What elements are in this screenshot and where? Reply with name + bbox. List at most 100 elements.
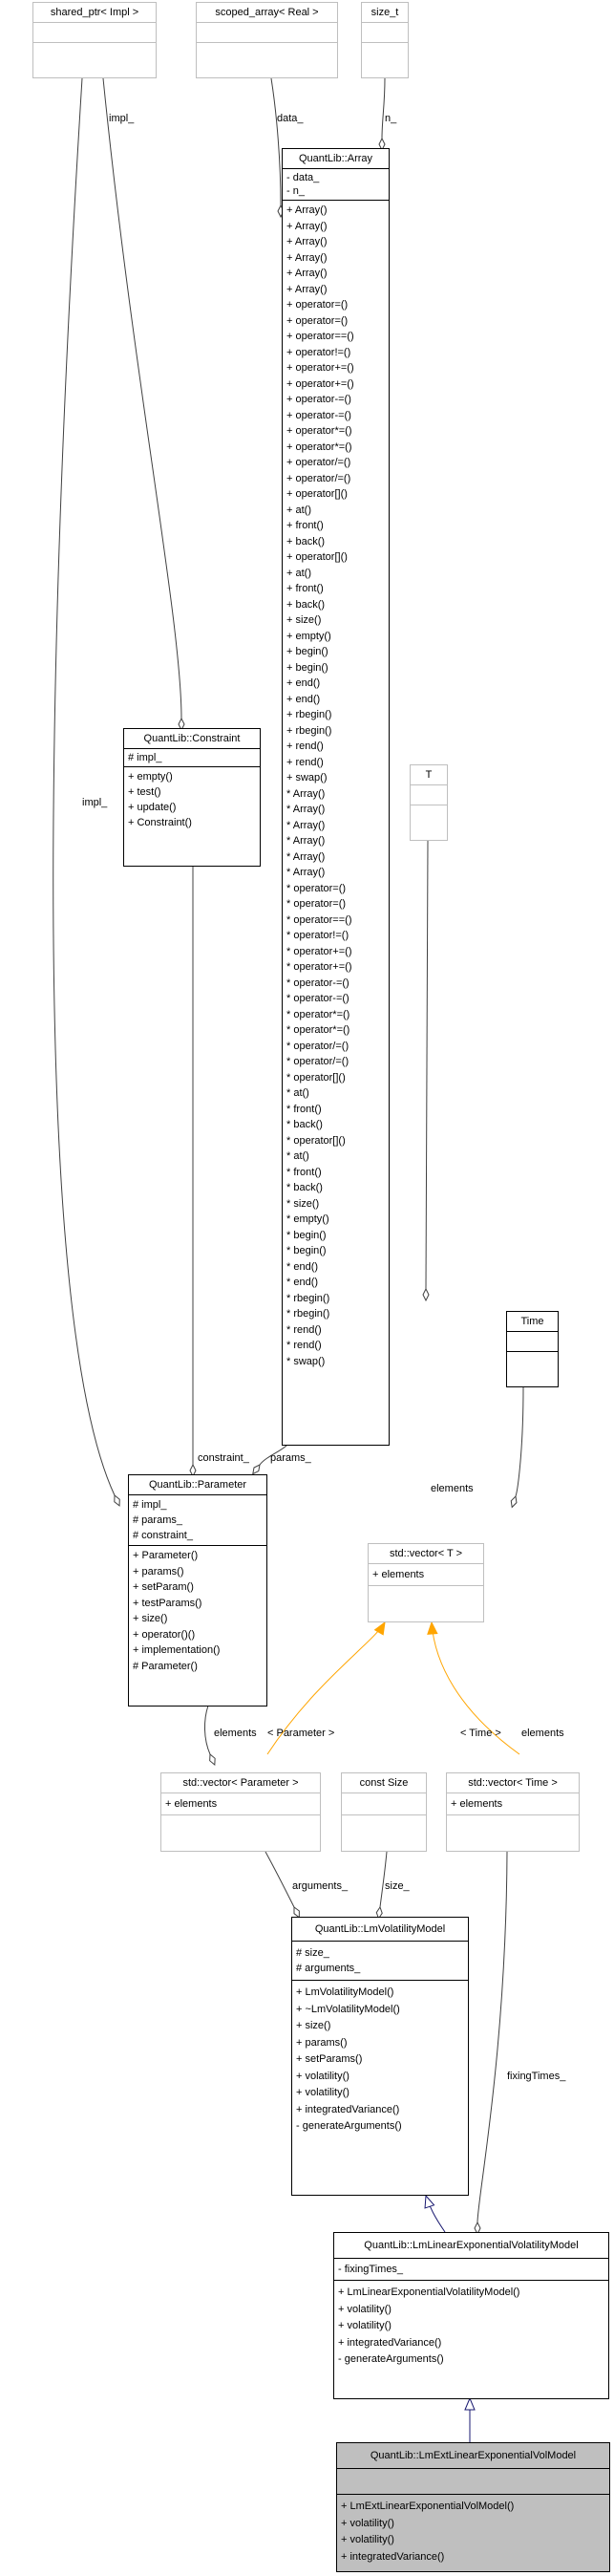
node-title: scoped_array< Real > [215, 7, 319, 18]
operation: + Array() [286, 204, 328, 216]
edge-label-params: params_ [270, 1452, 311, 1464]
operation: + params() [296, 2036, 348, 2049]
edge-label-size: size_ [385, 1880, 410, 1892]
attr-section: + elements [369, 1563, 483, 1585]
node-const-size: const Size [341, 1772, 427, 1852]
operation: + operator==() [286, 331, 354, 342]
operation: * back() [286, 1119, 323, 1130]
operation: * rend() [286, 1323, 322, 1336]
attr-section [362, 22, 408, 42]
operation: + test() [128, 786, 161, 798]
operation: + operator/=() [286, 472, 351, 484]
attribute: # params_ [133, 1514, 182, 1526]
operation: + params() [133, 1565, 184, 1578]
op-section [161, 1814, 320, 1836]
node-scoped-array: scoped_array< Real > [196, 2, 338, 78]
operation: + volatility() [296, 2087, 349, 2098]
operation: + setParam() [133, 1581, 194, 1593]
operation: + Array() [286, 236, 328, 247]
operation: + integratedVariance() [341, 2550, 445, 2563]
operation: + volatility() [338, 2303, 392, 2315]
operation: * operator/=() [286, 1056, 349, 1067]
operation: * back() [286, 1182, 323, 1193]
op-section [369, 1585, 483, 1607]
node-vector-time: std::vector< Time > + elements [446, 1772, 580, 1852]
node-title: QuantLib::LmLinearExponentialVolatilityM… [364, 2240, 579, 2251]
node-vector-parameter: std::vector< Parameter > + elements [160, 1772, 321, 1852]
operation: * operator=() [286, 898, 347, 910]
operation: + LmExtLinearExponentialVolModel() [341, 2501, 515, 2512]
operation: + begin() [286, 646, 328, 657]
operation: + setParams() [296, 2053, 363, 2065]
operation: + operator!=() [286, 346, 351, 358]
operation: + Parameter() [133, 1550, 199, 1561]
operation: + end() [286, 677, 321, 689]
operation: + LmLinearExponentialVolatilityModel() [338, 2286, 520, 2298]
attr-section [342, 1792, 426, 1814]
attr-section [337, 2468, 609, 2494]
operation: * at() [286, 1087, 309, 1099]
operation: * Array() [286, 835, 326, 847]
edge-lmlinear-lmvol [426, 2196, 446, 2233]
operation: + operator=() [286, 314, 349, 327]
operation: + volatility() [338, 2320, 392, 2331]
op-section [411, 805, 447, 825]
operation: + back() [286, 535, 326, 547]
operation: * operator=() [286, 882, 347, 894]
attr-section [197, 22, 337, 42]
operation: * Array() [286, 804, 326, 815]
operation: * Array() [286, 819, 326, 831]
attribute: - n_ [286, 185, 305, 197]
operation: - generateArguments() [296, 2120, 402, 2132]
operation: + at() [286, 504, 311, 516]
node-title: QuantLib::Array [298, 153, 373, 164]
operation: * empty() [286, 1213, 329, 1225]
operation: - generateArguments() [338, 2353, 444, 2365]
attr-section: + elements [447, 1792, 579, 1814]
operation: + operator+=() [286, 377, 354, 390]
edge-label-data: data_ [277, 113, 304, 124]
attr-section: # impl_ [124, 748, 260, 766]
operation: * begin() [286, 1229, 327, 1241]
operation: + end() [286, 693, 321, 705]
operation: + empty() [286, 630, 331, 642]
operation: + operator-=() [286, 409, 351, 421]
op-section: + LmVolatilityModel() + ~LmVolatilityMod… [292, 1980, 468, 2139]
operation: + swap() [286, 772, 328, 784]
node-title: const Size [359, 1777, 409, 1789]
operation: + empty() [128, 771, 173, 783]
op-section: + LmExtLinearExponentialVolModel() + vol… [337, 2494, 609, 2569]
attr-section [411, 784, 447, 805]
edge-label-param-template: < Parameter > [267, 1728, 335, 1739]
node-size-t: size_t [361, 2, 409, 78]
operation: + operator/=() [286, 457, 351, 468]
op-section [447, 1814, 579, 1836]
operation: * operator[]() [286, 1071, 346, 1084]
operation: + size() [296, 2020, 331, 2031]
edge-label-n: n_ [385, 113, 397, 124]
operation: + front() [286, 520, 324, 531]
operation: + integratedVariance() [296, 2103, 400, 2115]
op-section [362, 42, 408, 62]
edge-vectorparam-vectorT [266, 1622, 385, 1755]
operation: + implementation() [133, 1644, 221, 1656]
edge-label-fixing-times: fixingTimes_ [507, 2071, 566, 2082]
operation: + Array() [286, 251, 328, 264]
operation: + update() [128, 802, 177, 813]
attr-section: # impl_ # params_ # constraint_ [129, 1494, 266, 1545]
operation: + volatility() [341, 2534, 394, 2545]
operation: * end() [286, 1277, 319, 1288]
operation: * swap() [286, 1355, 326, 1367]
node-title: QuantLib::LmVolatilityModel [314, 1923, 446, 1935]
operation: + rend() [286, 756, 324, 768]
operation: * begin() [286, 1245, 327, 1256]
edge-scopedarray-array [270, 77, 281, 205]
node-title: T [425, 769, 433, 781]
attribute: - fixingTimes_ [338, 2264, 404, 2275]
operation: * Array() [286, 787, 326, 800]
attr-section: + elements [161, 1792, 320, 1814]
node-title: QuantLib::LmExtLinearExponentialVolModel [370, 2450, 577, 2461]
node-vector-T: std::vector< T > + elements [368, 1543, 484, 1622]
edge-parameter-vectorparam [204, 1705, 210, 1754]
